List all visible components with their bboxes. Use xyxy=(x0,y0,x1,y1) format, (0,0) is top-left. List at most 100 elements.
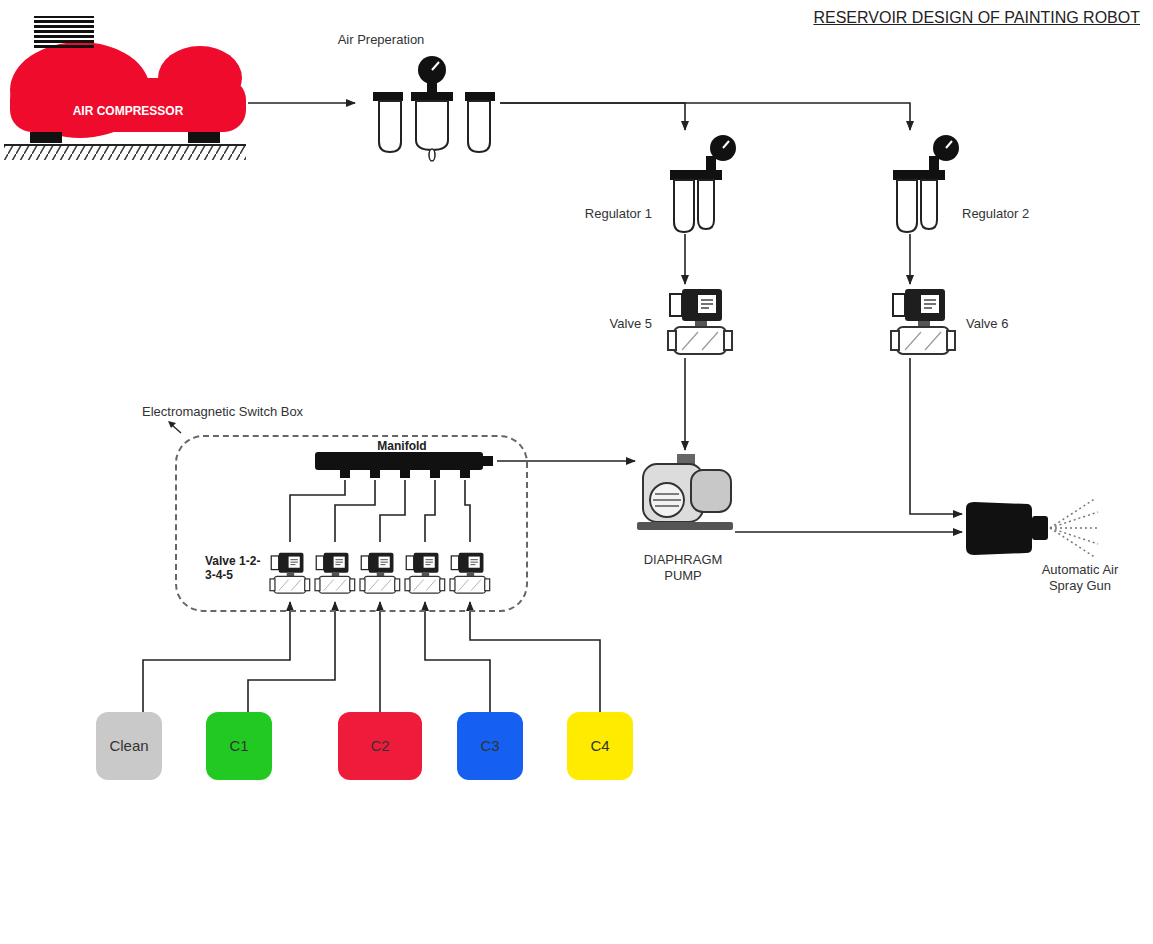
spray-gun xyxy=(1050,512,1098,528)
solenoid-valve-row xyxy=(270,553,490,593)
air-compressor xyxy=(4,144,246,146)
reservoir-tank: C3 xyxy=(457,712,523,780)
diaphragm-pump xyxy=(637,454,733,530)
spray-gun xyxy=(1050,498,1096,528)
air-preparation-unit xyxy=(373,92,403,101)
solenoid-valve-row xyxy=(450,553,490,593)
spray-gun xyxy=(1032,516,1048,540)
pipe-connector xyxy=(290,480,345,542)
reservoir-tank: Clean xyxy=(96,712,162,780)
pipe-connector xyxy=(470,602,600,712)
node-text: AIR COMPRESSOR xyxy=(73,104,184,118)
solenoid-valve xyxy=(891,289,955,354)
pipe-connector xyxy=(335,480,375,542)
manifold xyxy=(481,456,493,466)
node-text: C1 xyxy=(229,737,248,755)
air-preparation-unit xyxy=(465,92,495,101)
air-preparation-unit xyxy=(432,62,439,70)
compressor-box: AIR COMPRESSOR xyxy=(8,22,248,140)
pipe-connector xyxy=(248,602,335,712)
air-preparation-box: Air Preperation xyxy=(355,56,500,160)
pipe-connector xyxy=(684,234,686,284)
regulator-symbol xyxy=(670,135,736,232)
air-compressor xyxy=(30,132,62,143)
spray-gun xyxy=(1050,527,1100,529)
pipe-connector xyxy=(910,358,962,514)
node-text: C3 xyxy=(480,737,499,755)
air-compressor xyxy=(188,132,220,143)
pipe-connector xyxy=(909,234,911,284)
regulator-symbol xyxy=(893,135,959,232)
diaphragm-pump xyxy=(655,505,679,507)
manifold xyxy=(370,468,380,478)
title: RESERVOIR DESIGN OF PAINTING ROBOT xyxy=(813,9,1140,27)
air-compressor xyxy=(34,16,94,50)
air-preparation-unit xyxy=(411,92,453,101)
manifold xyxy=(315,452,483,470)
component-label: Electromagnetic Switch Box xyxy=(142,404,382,420)
pipe-connector xyxy=(735,531,962,533)
manifold xyxy=(400,468,410,478)
pump-box: DIAPHRAGM PUMP xyxy=(635,450,735,532)
solenoid-valve xyxy=(668,289,732,354)
component-label: DIAPHRAGM PUMP xyxy=(628,552,738,583)
pipe-connector xyxy=(379,602,381,712)
component-label: Valve 5 xyxy=(558,316,652,332)
switch-box-pointer xyxy=(168,421,181,433)
solenoid-valve-row xyxy=(315,553,355,593)
diaphragm-pump xyxy=(650,483,684,517)
spray-gun xyxy=(1050,528,1098,544)
air-preparation-unit xyxy=(468,101,490,152)
diaphragm-pump xyxy=(655,493,679,495)
spray-gun-box: Automatic Air Spray Gun xyxy=(962,500,1050,558)
component-label: Automatic Air Spray Gun xyxy=(1030,562,1130,593)
switch-box-pointer xyxy=(172,425,181,433)
solenoid-valve-row xyxy=(405,553,445,593)
air-compressor xyxy=(10,78,246,132)
pipe-connector xyxy=(425,602,490,712)
air-preparation-unit xyxy=(429,149,435,161)
manifold xyxy=(430,468,440,478)
pipe-connector xyxy=(380,480,405,542)
manifold xyxy=(340,468,350,478)
air-compressor xyxy=(4,146,246,160)
manifold xyxy=(315,452,493,478)
regulator-box: Regulator 2 xyxy=(888,130,960,234)
air-preparation-unit xyxy=(379,101,401,152)
diaphragm-pump xyxy=(637,522,733,530)
node-text: C2 xyxy=(370,737,389,755)
pipe-connector xyxy=(497,460,635,462)
component-label: Manifold xyxy=(352,439,452,453)
pipe-connector xyxy=(684,358,686,450)
pipe-connector xyxy=(248,102,355,104)
spray-gun xyxy=(966,502,1032,555)
component-label: Air Preperation xyxy=(316,32,446,48)
switch-box-pointer xyxy=(168,421,176,428)
pipe-connector xyxy=(425,480,435,542)
node-text: Clean xyxy=(109,737,148,755)
pipe-connector xyxy=(465,480,470,542)
spray-gun xyxy=(1050,528,1096,558)
pipe-connector xyxy=(143,602,290,712)
node-text: C4 xyxy=(590,737,609,755)
air-compressor xyxy=(4,16,246,160)
reservoir-tank: C1 xyxy=(206,712,272,780)
manifold xyxy=(460,468,470,478)
component-label: Valve 1-2-3-4-5 xyxy=(205,554,267,583)
air-preparation-unit xyxy=(418,56,446,84)
component-label: Regulator 1 xyxy=(558,206,652,222)
air-preparation-unit xyxy=(416,101,448,150)
regulator-box: Regulator 1 xyxy=(665,130,737,234)
reservoir-tank: C4 xyxy=(567,712,633,780)
manifold-box: Manifold xyxy=(315,452,497,480)
air-preparation-unit xyxy=(373,56,495,161)
diaphragm-pump xyxy=(653,499,681,501)
solenoid-valve-row xyxy=(360,553,400,593)
spray-gun xyxy=(966,498,1100,558)
reservoir-tank: C2 xyxy=(338,712,422,780)
diaphragm-pump xyxy=(691,470,731,512)
component-label: Regulator 2 xyxy=(962,206,1056,222)
